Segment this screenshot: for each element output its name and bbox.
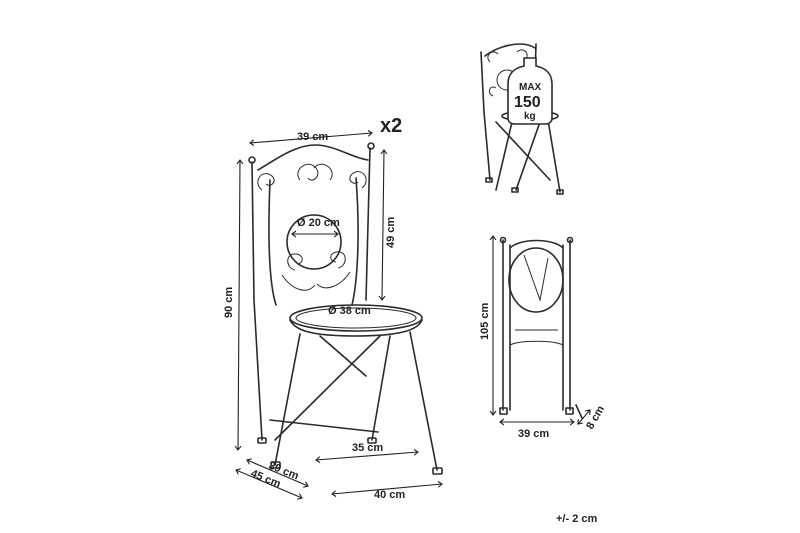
main-chair-dimensions (236, 133, 442, 498)
load-unit-label: kg (524, 111, 536, 122)
weight-bag-icon (507, 57, 553, 125)
seat-diameter-label: Ø 38 cm (328, 305, 371, 317)
back-height-label: 49 cm (385, 217, 397, 248)
folded-depth-label: 8 cm (584, 404, 607, 432)
folded-chair-drawing (499, 236, 583, 419)
folded-chair-dimensions (493, 236, 590, 424)
medallion-diameter-label: Ø 20 cm (297, 217, 340, 229)
folded-width-label: 39 cm (518, 428, 549, 440)
width-top-label: 39 cm (297, 131, 328, 143)
leg-spread-label: 35 cm (352, 442, 383, 454)
width-bottom-label: 40 cm (374, 489, 405, 501)
load-chair-drawing (480, 43, 564, 195)
load-value-label: 150 (514, 94, 541, 111)
total-height-label: 90 cm (223, 287, 235, 318)
tolerance-label: +/- 2 cm (556, 513, 597, 525)
folded-height-label: 105 cm (479, 302, 491, 340)
multiplier-label: x2 (380, 115, 402, 137)
load-max-label: MAX (519, 82, 542, 93)
